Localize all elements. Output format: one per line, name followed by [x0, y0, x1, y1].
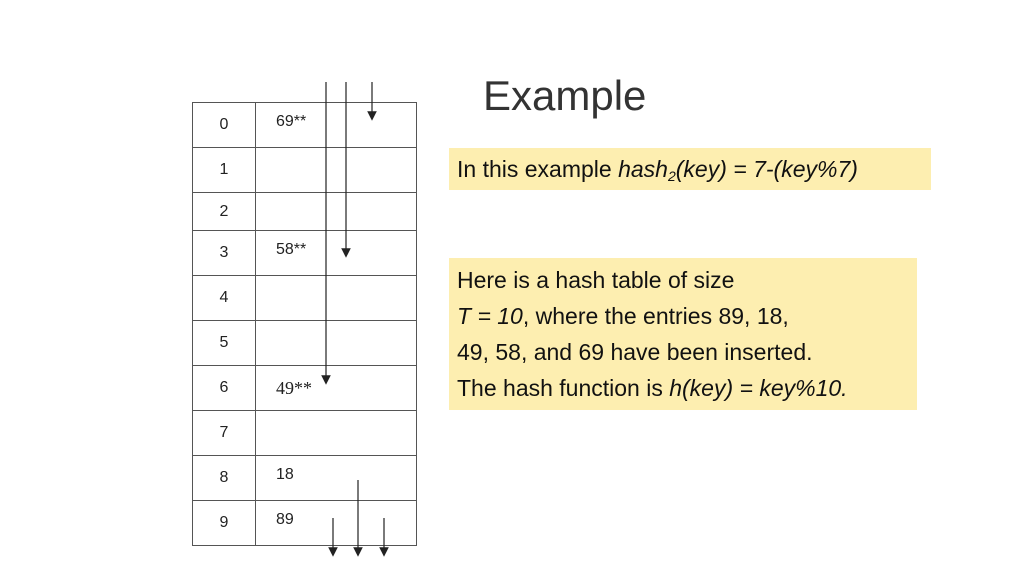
table-row: 9 89	[193, 501, 416, 546]
row-index: 0	[193, 103, 256, 147]
table-row: 5	[193, 321, 416, 366]
row-value-text: 18	[276, 466, 294, 483]
row-value: 89	[256, 501, 416, 545]
row-value: 69**	[256, 103, 416, 147]
hash-table-description: Here is a hash table of size T = 10, whe…	[449, 258, 917, 410]
row-index: 9	[193, 501, 256, 545]
table-size-expr: T = 10	[457, 303, 523, 329]
table-row: 2	[193, 193, 416, 231]
row-value-text: 49**	[276, 378, 312, 398]
hash-table: 0 69** 1 2 3 58** 4 5 6 49** 7 8 18 9 89	[192, 102, 417, 546]
description-line-1: Here is a hash table of size	[457, 267, 735, 293]
row-value: 18	[256, 456, 416, 500]
description-line-2: T = 10, where the entries 89, 18,	[457, 298, 917, 334]
description-line-4-prefix: The hash function is	[457, 375, 670, 401]
table-row: 1	[193, 148, 416, 193]
table-row: 3 58**	[193, 231, 416, 276]
description-line-3: 49, 58, and 69 have been inserted.	[457, 339, 813, 365]
hash2-note-prefix: In this example	[457, 156, 619, 182]
row-index: 6	[193, 366, 256, 410]
slide-title: Example	[483, 72, 647, 119]
description-line-2-rest: , where the entries 89, 18,	[522, 303, 789, 329]
table-row: 0 69**	[193, 103, 416, 148]
hash2-formula: (key) = 7-(key%7)	[675, 156, 858, 182]
table-row: 6 49**	[193, 366, 416, 411]
row-value: 58**	[256, 231, 416, 275]
hash2-note: In this example hash2(key) = 7-(key%7)	[449, 148, 931, 190]
table-row: 8 18	[193, 456, 416, 501]
row-value-text: 89	[276, 511, 294, 528]
row-index: 1	[193, 148, 256, 192]
row-index: 5	[193, 321, 256, 365]
table-row: 7	[193, 411, 416, 456]
description-line-4: The hash function is h(key) = key%10.	[457, 370, 917, 406]
row-value-text: 58**	[276, 241, 307, 258]
hash2-subscript: 2	[667, 168, 676, 184]
hash-function-expr: h(key) = key%10.	[669, 375, 848, 401]
row-index: 7	[193, 411, 256, 455]
hash2-name: hash	[618, 156, 668, 182]
row-index: 8	[193, 456, 256, 500]
row-index: 4	[193, 276, 256, 320]
row-index: 2	[193, 193, 256, 230]
row-value: 49**	[256, 366, 416, 410]
table-row: 4	[193, 276, 416, 321]
row-value-text: 69**	[276, 113, 307, 130]
row-index: 3	[193, 231, 256, 275]
